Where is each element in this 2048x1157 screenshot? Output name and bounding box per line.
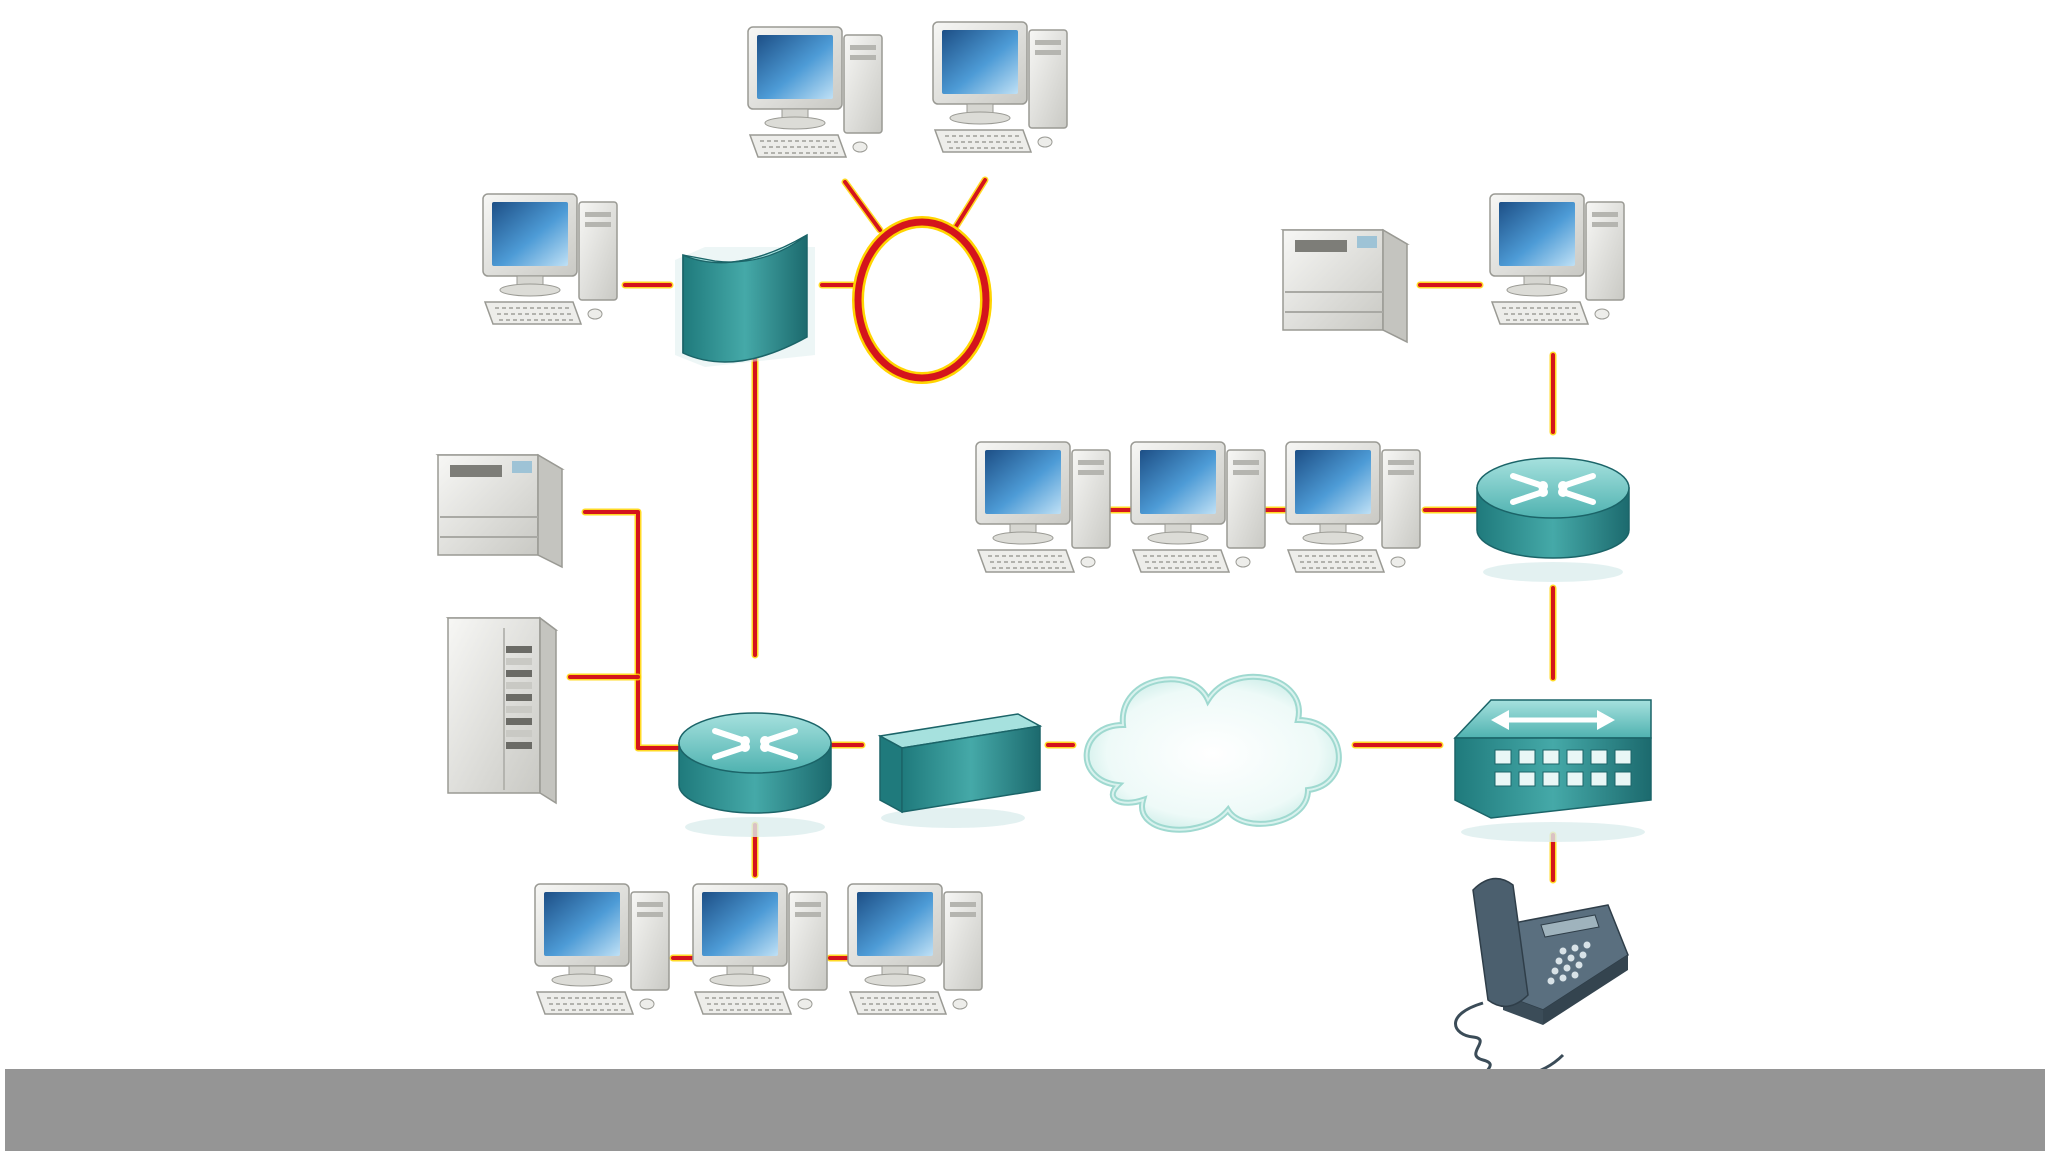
pc-mid-1-computer-icon <box>975 441 1111 573</box>
server-server-icon <box>445 616 559 805</box>
pc-bottom-3-computer-icon <box>847 883 983 1015</box>
printer-right-printer-icon <box>1280 228 1410 344</box>
link-pc-top-2-to-token-ring <box>951 176 989 232</box>
pc-left-upper-computer-icon <box>482 193 618 325</box>
pc-top-2-computer-icon <box>932 21 1068 153</box>
link-pc-top-1-to-token-ring <box>841 178 884 234</box>
token-ring-token-ring-icon <box>852 216 992 384</box>
pc-top-1-computer-icon <box>747 26 883 158</box>
nodes-layer <box>435 21 1652 1079</box>
pc-mid-2-computer-icon <box>1130 441 1266 573</box>
pc-bottom-2-computer-icon <box>692 883 828 1015</box>
printer-left-printer-icon <box>435 453 565 569</box>
footer-bar <box>5 1069 2045 1151</box>
ip-phone-ip-phone-icon <box>1454 877 1629 1079</box>
bridge-bridge-icon <box>675 233 815 367</box>
switch-switch-icon <box>1453 699 1652 842</box>
cloud-cloud-icon <box>1083 673 1342 833</box>
router-left-router-icon <box>678 712 832 837</box>
router-right-router-icon <box>1476 457 1630 582</box>
pc-mid-3-computer-icon <box>1285 441 1421 573</box>
link-printer-left-to-router-left <box>581 508 684 752</box>
pc-right-upper-computer-icon <box>1489 193 1625 325</box>
links-layer <box>566 176 1557 962</box>
modem-modem-icon <box>877 713 1043 828</box>
pc-bottom-1-computer-icon <box>534 883 670 1015</box>
